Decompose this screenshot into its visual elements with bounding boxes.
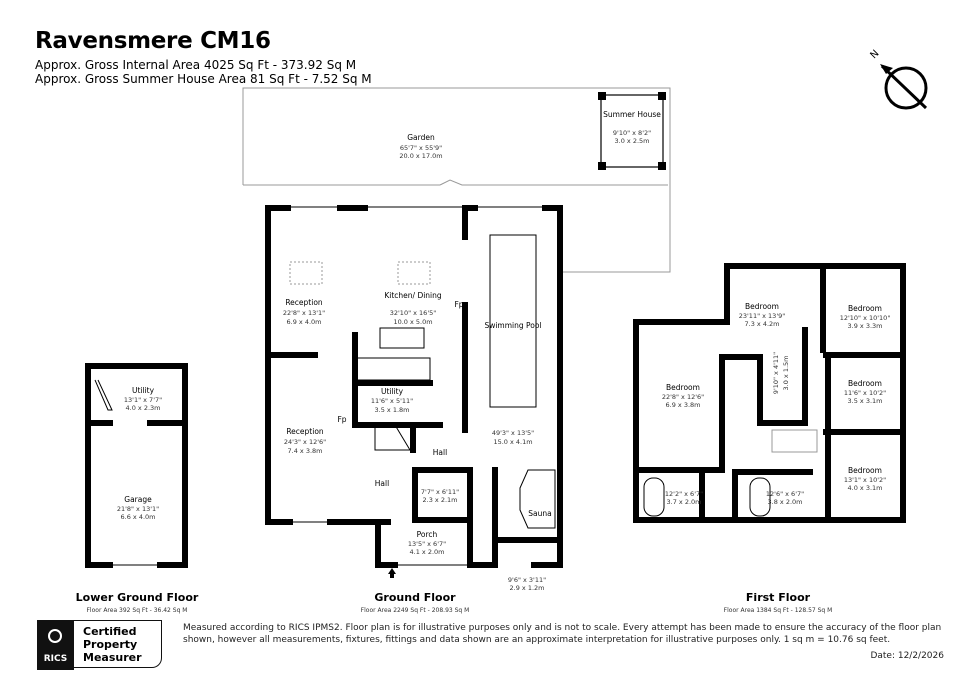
room-dim-metric: 4.0 x 2.3m (126, 404, 161, 412)
room-name: Reception (286, 427, 324, 436)
summer-house-area: Approx. Gross Summer House Area 81 Sq Ft… (35, 72, 372, 86)
room-dim-metric: 3.7 x 2.0m (667, 498, 702, 506)
room-dim-imperial: 12'10" x 10'10" (840, 314, 891, 322)
room-name: Summer House (603, 110, 661, 119)
room-dim-metric: 4.1 x 2.0m (410, 548, 445, 556)
room-dim-imperial: 32'10" x 16'5" (390, 309, 436, 317)
room-dim-metric: 3.0 x 2.5m (615, 137, 650, 145)
room-dim-metric: 20.0 x 17.0m (399, 152, 442, 160)
floor-area: Floor Area 1384 Sq Ft - 128.57 Sq M (724, 607, 833, 614)
room-name: Hall (433, 448, 447, 457)
north-arrow-icon: N (868, 48, 928, 110)
room-dim-imperial: 65'7" x 55'9" (400, 144, 442, 152)
floor-area: Floor Area 2249 Sq Ft - 208.93 Sq M (361, 607, 470, 614)
summer-house: Summer House 9'10" x 8'2" 3.0 x 2.5m (598, 92, 666, 170)
room-dim-imperial: 11'6" x 10'2" (844, 389, 886, 397)
fireplace-label: Fp (337, 415, 346, 424)
room-name: Sauna (528, 509, 551, 518)
room-dim-metric: 15.0 x 4.1m (493, 438, 532, 446)
room-dim-imperial: 22'8" x 12'6" (662, 393, 704, 401)
entrance-arrow-icon (388, 568, 396, 574)
room-dim-imperial: 22'8" x 13'1" (283, 309, 325, 317)
room-dim-imperial: 12'2" x 6'7" (665, 490, 703, 498)
room-dim-metric: 6.6 x 4.0m (121, 513, 156, 521)
lower-ground-floor-plan: Utility 13'1" x 7'7" 4.0 x 2.3m Garage 2… (85, 363, 188, 568)
room-dim-imperial: 21'8" x 13'1" (117, 505, 159, 513)
badge-line: Measurer (83, 651, 142, 664)
disclaimer: Measured according to RICS IPMS2. Floor … (183, 623, 942, 645)
room-dim-imperial: 9'10" x 8'2" (613, 129, 651, 137)
room-dim-metric: 3.5 x 3.1m (848, 397, 883, 405)
rics-certified-badge: RICS Certified Property Measurer (37, 620, 168, 670)
room-dim-imperial: 23'11" x 13'9" (739, 312, 785, 320)
room-name: Swimming Pool (484, 321, 541, 330)
room-dim-metric: 3.5 x 1.8m (375, 406, 410, 414)
room-name: Garden (407, 133, 435, 142)
room-dim-imperial: 13'1" x 7'7" (124, 396, 162, 404)
room-dim-imperial: 24'3" x 12'6" (284, 438, 326, 446)
room-dim-imperial: 12'6" x 6'7" (766, 490, 804, 498)
plan-date: Date: 12/2/2026 (870, 651, 944, 661)
room-name: Bedroom (848, 466, 882, 475)
room-dim-metric: 3.8 x 2.0m (768, 498, 803, 506)
room-dim-metric: 3.0 x 1.5m (782, 356, 790, 391)
room-dim-imperial: 13'1" x 10'2" (844, 476, 886, 484)
svg-text:Summer House: Summer House (603, 110, 661, 119)
room-dim-imperial: 13'5" x 6'7" (408, 540, 446, 548)
room-name: Hall (375, 479, 389, 488)
room-dim-imperial: 49'3" x 13'5" (492, 429, 534, 437)
badge-line: Property (83, 638, 138, 651)
internal-area: Approx. Gross Internal Area 4025 Sq Ft -… (35, 58, 357, 72)
floor-label: Ground Floor (374, 591, 456, 604)
room-dim-metric: 3.9 x 3.3m (848, 322, 883, 330)
room-dim-metric: 4.0 x 3.1m (848, 484, 883, 492)
room-dim-metric: 7.4 x 3.8m (288, 447, 323, 455)
fireplace-label: Fp (454, 300, 463, 309)
room-name: Reception (285, 298, 323, 307)
room-dim-imperial: 11'6" x 5'11" (371, 397, 413, 405)
room-name: Bedroom (745, 302, 779, 311)
room-name: Porch (417, 530, 438, 539)
garden: Garden 65'7" x 55'9" 20.0 x 17.0m (242, 87, 671, 273)
floor-area: Floor Area 392 Sq Ft - 36.42 Sq M (86, 607, 187, 614)
room-dim-imperial: 7'7" x 6'11" (421, 488, 459, 496)
room-name: Utility (381, 387, 404, 396)
room-dim-metric: 2.9 x 1.2m (510, 584, 545, 592)
room-name: Bedroom (848, 304, 882, 313)
property-title: Ravensmere CM16 (35, 28, 271, 54)
floor-label: Lower Ground Floor (76, 591, 199, 604)
rics-logo: RICS (37, 620, 74, 670)
room-dim-metric: 10.0 x 5.0m (393, 318, 432, 326)
room-dim-metric: 6.9 x 3.8m (666, 401, 701, 409)
room-dim-imperial: 9'6" x 3'11" (508, 576, 546, 584)
room-name: Kitchen/ Dining (384, 291, 442, 300)
room-name: Utility (132, 386, 155, 395)
badge-line: Certified (83, 625, 137, 638)
room-dim-metric: 7.3 x 4.2m (745, 320, 780, 328)
room-name: Bedroom (848, 379, 882, 388)
room-dim-metric: 6.9 x 4.0m (287, 318, 322, 326)
first-floor-plan: Bedroom 23'11" x 13'9" 7.3 x 4.2m Bedroo… (633, 263, 906, 523)
floor-label: First Floor (746, 591, 811, 604)
ground-floor-plan: Reception 22'8" x 13'1" 6.9 x 4.0m Kitch… (265, 205, 563, 592)
compass-north-label: N (868, 48, 881, 61)
room-name: Garage (124, 495, 152, 504)
room-dim-imperial: 9'10" x 4'11" (772, 352, 780, 394)
room-dim-metric: 2.3 x 2.1m (423, 496, 458, 504)
room-name: Bedroom (666, 383, 700, 392)
